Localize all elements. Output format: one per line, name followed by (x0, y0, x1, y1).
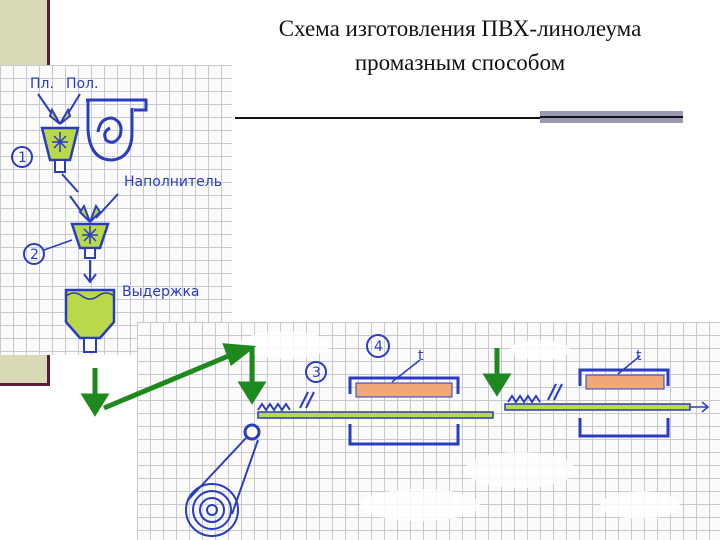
flow-arrow-2 (83, 260, 97, 284)
coated-web (257, 401, 710, 419)
title-line-2: промазным способом (354, 50, 566, 75)
green-transfer-arrows (80, 343, 512, 417)
temperature-label-1: t (418, 348, 424, 364)
title-divider-thin (235, 117, 545, 119)
label-aging: Выдержка (122, 284, 200, 300)
label-polymer: Пол. (66, 76, 99, 92)
doctor-blade-2 (507, 383, 563, 404)
polymer-hopper (86, 98, 148, 162)
aging-tank (64, 288, 116, 353)
stirrer-icon (82, 226, 98, 244)
flow-arrow-1 (61, 173, 79, 193)
label-plasticizer: Пл. (30, 76, 54, 92)
temperature-label-2: t (636, 348, 642, 364)
side-bar-underline (0, 383, 50, 386)
mixer-2 (70, 222, 110, 259)
mixer-1 (40, 126, 80, 173)
step-2-leader (43, 239, 73, 251)
input-arrows-mixer-1 (37, 93, 81, 125)
step-4-label: 4 (374, 339, 383, 355)
paper-smudges (240, 331, 680, 521)
base-roll (185, 437, 259, 537)
slide-title: Схема изготовления ПВХ-линолеума промазн… (210, 12, 710, 80)
label-filler: Наполнитель (124, 174, 222, 190)
sketch-top-paper (0, 65, 232, 355)
input-arrows-mixer-2 (69, 193, 119, 223)
step-2-label: 2 (30, 247, 39, 263)
step-3-badge (305, 361, 327, 383)
step-2-badge (23, 243, 45, 265)
stirrer-icon (52, 132, 68, 152)
step-1-label: 1 (18, 150, 27, 166)
oven-1 (348, 359, 460, 446)
title-line-1: Схема изготовления ПВХ-линолеума (278, 16, 642, 41)
oven-2 (578, 355, 670, 438)
step-3-label: 3 (312, 365, 321, 381)
step-1-badge (11, 146, 33, 168)
guide-roller (243, 423, 261, 441)
doctor-blade-1 (257, 391, 315, 412)
title-divider-line (540, 116, 683, 118)
step-4-badge (366, 334, 390, 358)
